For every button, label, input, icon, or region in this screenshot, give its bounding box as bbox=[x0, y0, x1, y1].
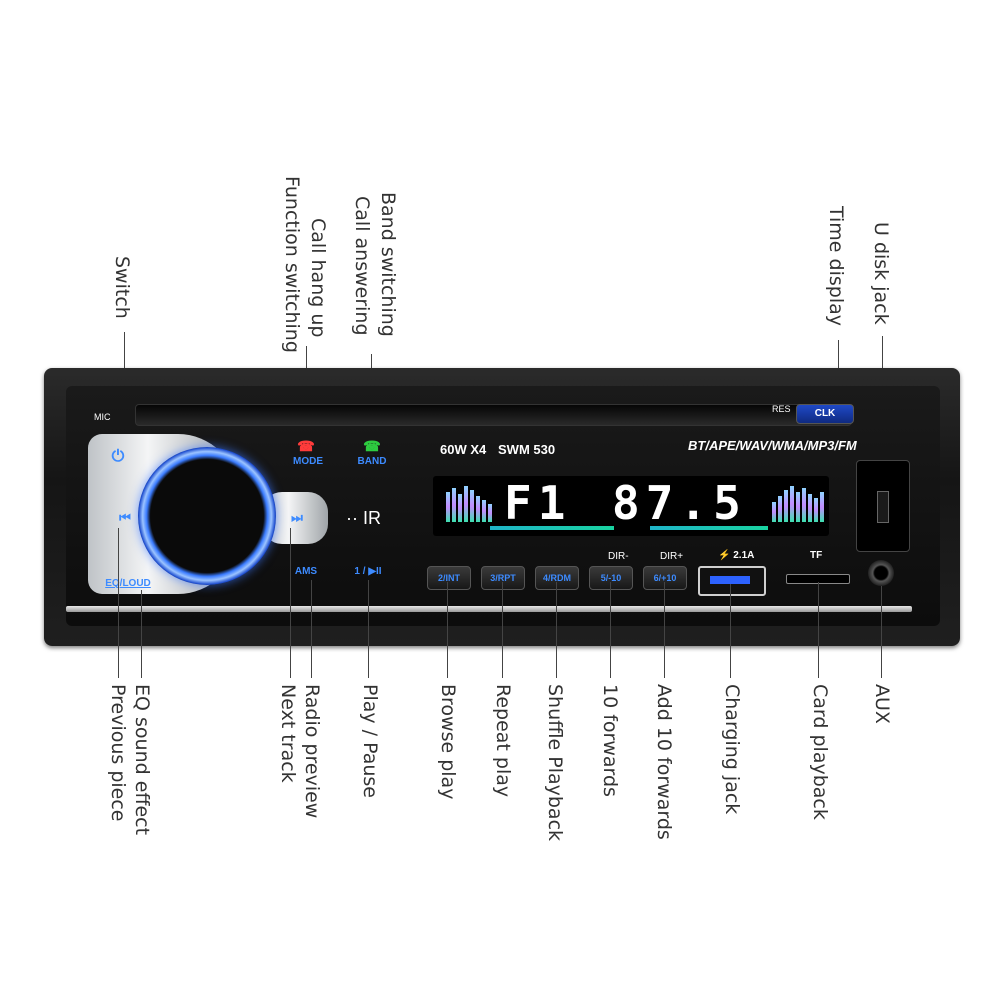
label-radio-preview: Radio preview bbox=[301, 684, 323, 819]
chrome-trim bbox=[66, 606, 912, 612]
previous-track-icon[interactable]: ⏮ bbox=[119, 510, 131, 525]
lcd-band-text: F1 bbox=[504, 476, 572, 530]
eq-bar bbox=[446, 492, 450, 522]
preset-button-3[interactable]: 3/RPT bbox=[481, 566, 525, 590]
eq-bar bbox=[772, 502, 776, 522]
lcd-underline-left bbox=[490, 526, 614, 530]
leader-shuffle bbox=[556, 582, 557, 678]
label-browse-play: Browse play bbox=[437, 684, 459, 800]
format-list: BT/APE/WAV/WMA/MP3/FM bbox=[688, 438, 857, 453]
eq-bar bbox=[458, 494, 462, 522]
u-disk-slot bbox=[877, 491, 889, 523]
phone-answer-icon: ☎ bbox=[363, 438, 381, 454]
eq-bar bbox=[470, 490, 474, 522]
leader-browse bbox=[447, 582, 448, 678]
eq-bar bbox=[802, 488, 806, 522]
lcd-frequency-text: 87.5 bbox=[612, 476, 747, 530]
label-charging-jack: Charging jack bbox=[721, 684, 743, 815]
usb-port-tongue bbox=[710, 576, 750, 584]
volume-knob[interactable] bbox=[138, 447, 276, 585]
u-disk-jack[interactable] bbox=[856, 460, 910, 552]
label-call-hang-up: Call hang up bbox=[307, 218, 329, 338]
eq-bar bbox=[482, 500, 486, 522]
label-switch: Switch bbox=[111, 256, 133, 319]
leader-eq bbox=[141, 590, 142, 678]
leader-previous-piece bbox=[118, 528, 119, 678]
mode-button[interactable]: MODE bbox=[293, 456, 323, 467]
label-play-pause: Play / Pause bbox=[359, 684, 381, 798]
preset-button-5[interactable]: 5/-10 bbox=[589, 566, 633, 590]
next-track-icon[interactable]: ⏭ bbox=[291, 510, 303, 525]
usb-port[interactable] bbox=[698, 566, 766, 596]
eq-bar bbox=[796, 492, 800, 522]
leader-charging bbox=[730, 584, 731, 678]
mic-label: MIC bbox=[94, 412, 111, 422]
eq-bar bbox=[820, 492, 824, 522]
label-time-display: Time display bbox=[825, 206, 847, 327]
clk-button[interactable]: CLK bbox=[796, 404, 854, 424]
label-add-ten-forwards: Add 10 forwards bbox=[653, 684, 675, 840]
eq-bar bbox=[488, 504, 492, 522]
label-call-answering: Call answering bbox=[351, 196, 373, 336]
leader-ten-forwards bbox=[610, 582, 611, 678]
label-band-switching: Band switching bbox=[377, 192, 399, 337]
eq-bar bbox=[808, 494, 812, 522]
dir-minus-label: DIR- bbox=[608, 551, 629, 562]
usb-rating-label: ⚡ 2.1A bbox=[718, 550, 755, 561]
label-u-disk-jack: U disk jack bbox=[870, 222, 892, 325]
label-function-switching: Function switching bbox=[281, 176, 303, 353]
ams-button[interactable]: AMS bbox=[294, 566, 318, 577]
eq-bar bbox=[464, 486, 468, 522]
leader-play-pause bbox=[368, 580, 369, 678]
aux-jack[interactable] bbox=[868, 560, 894, 586]
power-icon[interactable]: ⏻ bbox=[111, 448, 125, 465]
eq-bar bbox=[476, 496, 480, 522]
label-aux: AUX bbox=[871, 684, 893, 724]
preset-button-4[interactable]: 4/RDM bbox=[535, 566, 579, 590]
eq-bar bbox=[814, 498, 818, 522]
dir-plus-label: DIR+ bbox=[660, 551, 684, 562]
res-label: RES bbox=[772, 404, 791, 414]
eq-bar bbox=[452, 488, 456, 522]
label-previous-piece: Previous piece bbox=[107, 684, 129, 822]
preset-button-2[interactable]: 2/INT bbox=[427, 566, 471, 590]
label-repeat-play: Repeat play bbox=[492, 684, 514, 798]
leader-next-track bbox=[290, 528, 291, 678]
label-next-track: Next track bbox=[277, 684, 299, 783]
label-ten-forwards: 10 forwards bbox=[599, 684, 621, 797]
eq-loud-button[interactable]: EQ/LOUD bbox=[105, 578, 151, 589]
leader-aux bbox=[881, 586, 882, 678]
leader-card bbox=[818, 582, 819, 678]
leader-add-ten bbox=[664, 582, 665, 678]
eq-bar bbox=[784, 490, 788, 522]
power-rating: 60W X4 bbox=[440, 442, 487, 457]
phone-hangup-icon: ☎ bbox=[297, 438, 315, 454]
eq-bar bbox=[790, 486, 794, 522]
band-button[interactable]: BAND bbox=[357, 456, 387, 467]
preset-button-6[interactable]: 6/+10 bbox=[643, 566, 687, 590]
usb-rating: 2.1A bbox=[733, 550, 755, 561]
play-pause-button[interactable]: 1 / ▶II bbox=[354, 566, 382, 577]
leader-repeat bbox=[502, 582, 503, 678]
eq-bar bbox=[778, 496, 782, 522]
label-shuffle-playback: Shuffle Playback bbox=[544, 684, 566, 842]
label-card-playback: Card playback bbox=[809, 684, 831, 820]
cd-slot bbox=[135, 404, 852, 426]
label-eq-sound-effect: EQ sound effect bbox=[131, 684, 153, 836]
model-name: SWM 530 bbox=[498, 442, 556, 457]
tf-label: TF bbox=[810, 550, 823, 561]
ir-sensor: ·· IR bbox=[346, 508, 381, 528]
leader-radio-preview bbox=[311, 580, 312, 678]
lcd-underline-right bbox=[650, 526, 768, 530]
